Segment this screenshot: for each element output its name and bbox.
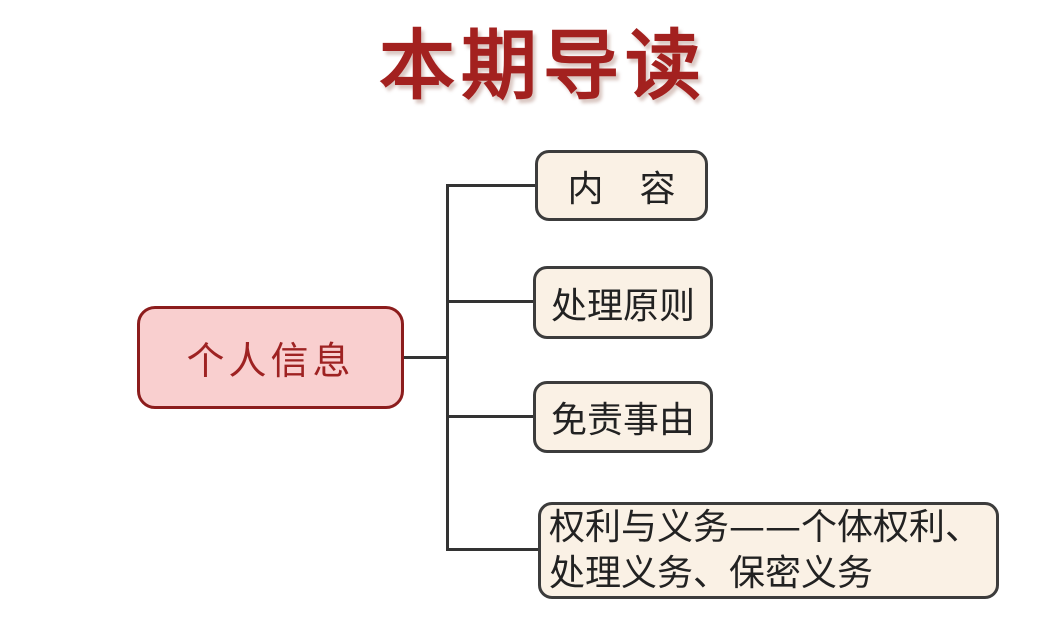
connector-root-to-trunk bbox=[404, 356, 449, 359]
root-node-personal-info: 个人信息 bbox=[137, 306, 404, 409]
child-node-processing-principles: 处理原则 bbox=[533, 266, 713, 339]
child-node-rights-obligations: 权利与义务——个体权利、 处理义务、保密义务 bbox=[538, 502, 999, 599]
child-node-label: 处理原则 bbox=[550, 285, 695, 327]
page-title: 本期导读 bbox=[379, 21, 707, 110]
child-node-label: 免责事由 bbox=[550, 400, 695, 441]
child-node-label-line-1: 权利与义务——个体权利、 bbox=[549, 506, 982, 548]
connector-trunk bbox=[446, 184, 449, 551]
child-node-label: 内 容 bbox=[567, 168, 676, 210]
connector-branch-content bbox=[446, 184, 535, 187]
root-node-label: 个人信息 bbox=[186, 339, 355, 383]
child-node-label-line-2: 处理义务、保密义务 bbox=[549, 552, 874, 594]
child-node-exemption-reasons: 免责事由 bbox=[533, 381, 713, 453]
child-node-content: 内 容 bbox=[535, 150, 708, 221]
connector-branch-rights bbox=[446, 548, 538, 551]
connector-branch-exemptions bbox=[446, 415, 533, 418]
connector-branch-principles bbox=[446, 300, 533, 303]
